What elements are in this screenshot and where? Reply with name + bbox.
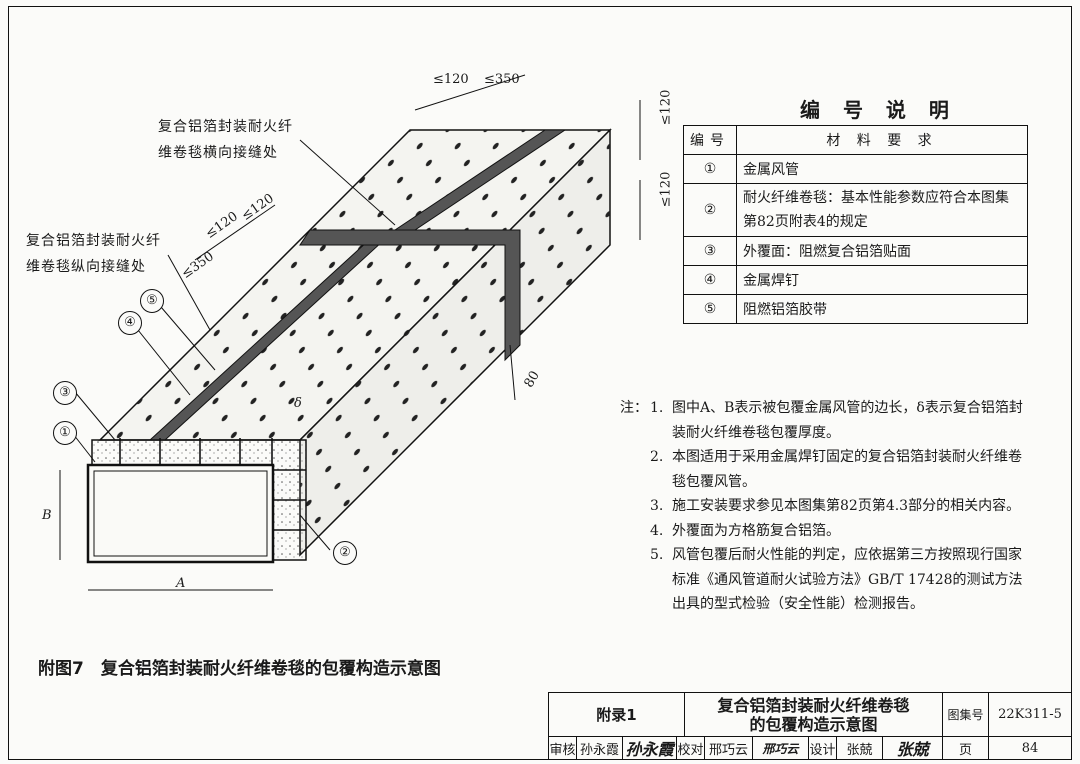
- transverse-seam-callout-line1: 复合铝箔封装耐火纤: [158, 119, 293, 135]
- dim-delta: δ: [294, 396, 302, 411]
- legend-row: ④ 金属焊钉: [683, 265, 1028, 295]
- note-item: 2. 本图适用于采用金属焊钉固定的复合铝箔封装耐火纤维卷毯包覆风管。: [650, 445, 1030, 494]
- weld-pins: [119, 438, 306, 531]
- legend-code: ⑤: [683, 294, 737, 324]
- legend-table: 编号 材 料 要 求 ① 金属风管 ② 耐火纤维卷毯：基本性能参数应符合本图集第…: [683, 125, 1028, 324]
- legend-code: ②: [683, 183, 737, 237]
- legend-text: 阻燃铝箔胶带: [736, 294, 1028, 324]
- notes-lead: 注：: [620, 400, 648, 416]
- figure-caption: 附图7 复合铝箔封装耐火纤维卷毯的包覆构造示意图: [38, 659, 441, 679]
- title-block: 附录1 复合铝箔封装耐火纤维卷毯 的包覆构造示意图 图集号 22K311-5 审…: [548, 692, 1072, 760]
- legend-text: 外覆面：阻燃复合铝箔贴面: [736, 236, 1028, 266]
- tb-atlas-no: 22K311-5: [989, 693, 1071, 737]
- marker-2: ②: [333, 541, 357, 565]
- legend-text: 耐火纤维卷毯：基本性能参数应符合本图集第82页附表4的规定: [736, 183, 1028, 237]
- tb-title-line1: 复合铝箔封装耐火纤维卷毯: [717, 695, 910, 715]
- tb-title: 复合铝箔封装耐火纤维卷毯 的包覆构造示意图: [685, 693, 943, 737]
- metal-duct-section: [86, 463, 275, 564]
- tb-page-label: 页: [943, 737, 989, 759]
- dim-right-120-a: ≤120: [658, 89, 674, 126]
- marker-3: ③: [53, 381, 77, 405]
- dim-a: A: [176, 576, 186, 591]
- legend-row: ① 金属风管: [683, 154, 1028, 184]
- note-number: 3.: [650, 498, 664, 514]
- transverse-seam-callout: 复合铝箔封装耐火纤 维卷毯横向接缝处: [158, 114, 293, 166]
- marker-5: ⑤: [140, 289, 164, 313]
- note-text: 本图适用于采用金属焊钉固定的复合铝箔封装耐火纤维卷毯包覆风管。: [672, 449, 1022, 490]
- transverse-seam-callout-line2: 维卷毯横向接缝处: [158, 145, 278, 161]
- note-text: 风管包覆后耐火性能的判定，应依据第三方按照现行国家标准《通风管道耐火试验方法》G…: [672, 547, 1023, 612]
- tb-review-label: 审核: [549, 737, 577, 759]
- tb-checker: 邢巧云: [705, 737, 753, 759]
- legend-header-requirement: 材 料 要 求: [736, 125, 1028, 155]
- longitudinal-seam-callout-line2: 维卷毯纵向接缝处: [26, 259, 146, 275]
- note-text: 外覆面为方格筋复合铝箔。: [672, 522, 840, 539]
- dim-top-350: ≤350: [484, 72, 520, 87]
- note-item: 1. 图中A、B表示被包覆金属风管的边长，δ表示复合铝箔封装耐火纤维卷毯包覆厚度。: [650, 396, 1030, 445]
- tb-check-label: 校对: [677, 737, 705, 759]
- note-number: 4.: [650, 522, 664, 539]
- tb-checker-signature: 邢巧云: [753, 737, 809, 759]
- legend-header-row: 编号 材 料 要 求: [683, 125, 1028, 155]
- dim-right-120-b: ≤120: [658, 171, 674, 208]
- legend-code: ④: [683, 265, 737, 295]
- drawing-frame: [8, 6, 1072, 760]
- marker-4: ④: [118, 311, 142, 335]
- notes-list: 1. 图中A、B表示被包覆金属风管的边长，δ表示复合铝箔封装耐火纤维卷毯包覆厚度。…: [650, 396, 1030, 617]
- dim-top-120: ≤120: [433, 72, 469, 87]
- note-text: 施工安装要求参见本图集第82页第4.3部分的相关内容。: [672, 498, 1021, 514]
- tb-atlas-label: 图集号: [943, 693, 989, 737]
- legend-row: ② 耐火纤维卷毯：基本性能参数应符合本图集第82页附表4的规定: [683, 183, 1028, 237]
- dim-b: B: [42, 508, 52, 523]
- legend-code: ①: [683, 154, 737, 184]
- tb-reviewer-signature: 孙永霞: [623, 737, 677, 759]
- legend-text: 金属风管: [736, 154, 1028, 184]
- legend-code: ③: [683, 236, 737, 266]
- tb-reviewer: 孙永霞: [577, 737, 623, 759]
- longitudinal-seam-callout-line1: 复合铝箔封装耐火纤: [26, 233, 161, 249]
- legend-text: 金属焊钉: [736, 265, 1028, 295]
- note-text: 图中A、B表示被包覆金属风管的边长，δ表示复合铝箔封装耐火纤维卷毯包覆厚度。: [672, 400, 1023, 441]
- note-number: 5.: [650, 547, 664, 563]
- legend-title: 编 号 说 明: [800, 98, 957, 122]
- tb-design-label: 设计: [809, 737, 837, 759]
- tb-page-no: 84: [1021, 740, 1039, 756]
- tb-title-line2: 的包覆构造示意图: [749, 714, 878, 734]
- note-item: 3. 施工安装要求参见本图集第82页第4.3部分的相关内容。: [650, 494, 1030, 519]
- legend-row: ③ 外覆面：阻燃复合铝箔贴面: [683, 236, 1028, 266]
- transverse-seam-tape: [299, 229, 521, 362]
- note-number: 1.: [650, 400, 664, 416]
- note-item: 5. 风管包覆后耐火性能的判定，应依据第三方按照现行国家标准《通风管道耐火试验方法…: [650, 543, 1030, 617]
- legend-header-code: 编号: [683, 125, 737, 155]
- tb-appendix: 附录1: [549, 693, 685, 737]
- note-item: 4. 外覆面为方格筋复合铝箔。: [650, 519, 1030, 544]
- tb-designer-signature: 张兢: [883, 737, 943, 759]
- marker-1: ①: [53, 421, 77, 445]
- legend-row: ⑤ 阻燃铝箔胶带: [683, 294, 1028, 324]
- longitudinal-seam-callout: 复合铝箔封装耐火纤 维卷毯纵向接缝处: [26, 228, 161, 280]
- tb-designer: 张兢: [837, 737, 883, 759]
- note-number: 2.: [650, 449, 664, 465]
